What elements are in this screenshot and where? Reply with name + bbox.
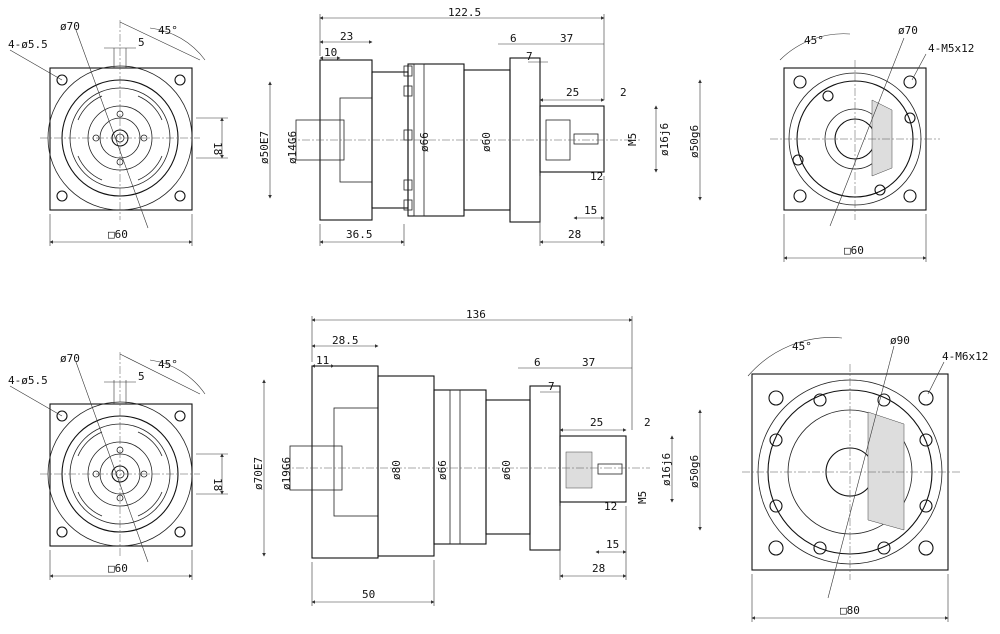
gearbox-side-view-top: 122.5 23 10 6 37 7 25 2 36.5 28 15 12 ø5…: [258, 6, 702, 246]
v1-angle: 45°: [158, 24, 178, 37]
v5-shaft2: 2: [644, 416, 651, 429]
v2-step2: 7: [526, 50, 533, 63]
v5-d-pilot: ø70E7: [252, 457, 265, 490]
v4-key-width: 5: [138, 370, 145, 383]
v5-bore-length: 50: [362, 588, 375, 601]
v4-dia-circle: ø70: [60, 352, 80, 365]
v2-step1: 6: [510, 32, 517, 45]
v1-holes: 4-ø5.5: [8, 38, 48, 51]
v6-square: □80: [840, 604, 860, 617]
v6-threads: 4-M6x12: [942, 350, 988, 363]
v2-thread15: 15: [584, 204, 597, 217]
v2-flange-length: 23: [340, 30, 353, 43]
v5-step1: 6: [534, 356, 541, 369]
v4-height: 18: [211, 478, 224, 491]
v4-angle: 45°: [158, 358, 178, 371]
v5-thread12: 12: [604, 500, 617, 513]
v1-height: 18: [211, 142, 224, 155]
v2-shaft25: 25: [566, 86, 579, 99]
v5-d-body2: ø60: [500, 460, 513, 480]
v5-d-spigot: ø50g6: [688, 455, 701, 488]
input-flange-view-bottom: ø70 4-ø5.5 45° 5 18 □60: [8, 352, 228, 580]
v3-angle: 45°: [804, 34, 824, 47]
v2-shaft2: 2: [620, 86, 627, 99]
v5-d-input: ø19G6: [280, 457, 293, 490]
v5-shaft28: 28: [592, 562, 605, 575]
v6-dia-circle: ø90: [890, 334, 910, 347]
v1-dia-circle: ø70: [60, 20, 80, 33]
v5-m5: M5: [636, 491, 649, 504]
v5-flange-length: 28.5: [332, 334, 359, 347]
output-flange-view-bottom: 45° ø90 4-M6x12 □80: [742, 334, 988, 622]
v2-d-pilot: ø50E7: [258, 131, 271, 164]
v2-thread12: 12: [590, 170, 603, 183]
v5-step2: 7: [548, 380, 555, 393]
v5-shaft25: 25: [590, 416, 603, 429]
v6-angle: 45°: [792, 340, 812, 353]
gearbox-side-view-bottom: 136 28.5 11 6 37 7 25 2 50 28 15 12 ø70E…: [252, 308, 702, 606]
v2-d-body1: ø66: [418, 132, 431, 152]
v1-square: □60: [108, 228, 128, 241]
v1-key-width: 5: [138, 36, 145, 49]
v2-len37: 37: [560, 32, 573, 45]
v3-square: □60: [844, 244, 864, 257]
v2-shaft28: 28: [568, 228, 581, 241]
v2-m5: M5: [626, 133, 639, 146]
v2-flange-thk: 10: [324, 46, 337, 59]
v5-total-length: 136: [466, 308, 486, 321]
v5-thread15: 15: [606, 538, 619, 551]
input-flange-view-top: ø70 4-ø5.5 45° 5 18 □60: [8, 20, 228, 246]
v4-square: □60: [108, 562, 128, 575]
v3-dia-circle: ø70: [898, 24, 918, 37]
output-flange-view-top: 45° ø70 4-M5x12 □60: [770, 24, 974, 262]
v4-holes: 4-ø5.5: [8, 374, 48, 387]
v5-d-shaft: ø16j6: [660, 453, 673, 486]
v2-d-shaft: ø16j6: [658, 123, 671, 156]
v2-bore-length: 36.5: [346, 228, 373, 241]
v2-d-body2: ø60: [480, 132, 493, 152]
v2-d-spigot: ø50g6: [688, 125, 701, 158]
v3-threads: 4-M5x12: [928, 42, 974, 55]
v5-d-body0: ø80: [390, 460, 403, 480]
v2-total-length: 122.5: [448, 6, 481, 19]
v5-d-body1: ø66: [436, 460, 449, 480]
v2-d-input: ø14G6: [286, 131, 299, 164]
v5-flange-thk: 11: [316, 354, 329, 367]
v5-len37: 37: [582, 356, 595, 369]
